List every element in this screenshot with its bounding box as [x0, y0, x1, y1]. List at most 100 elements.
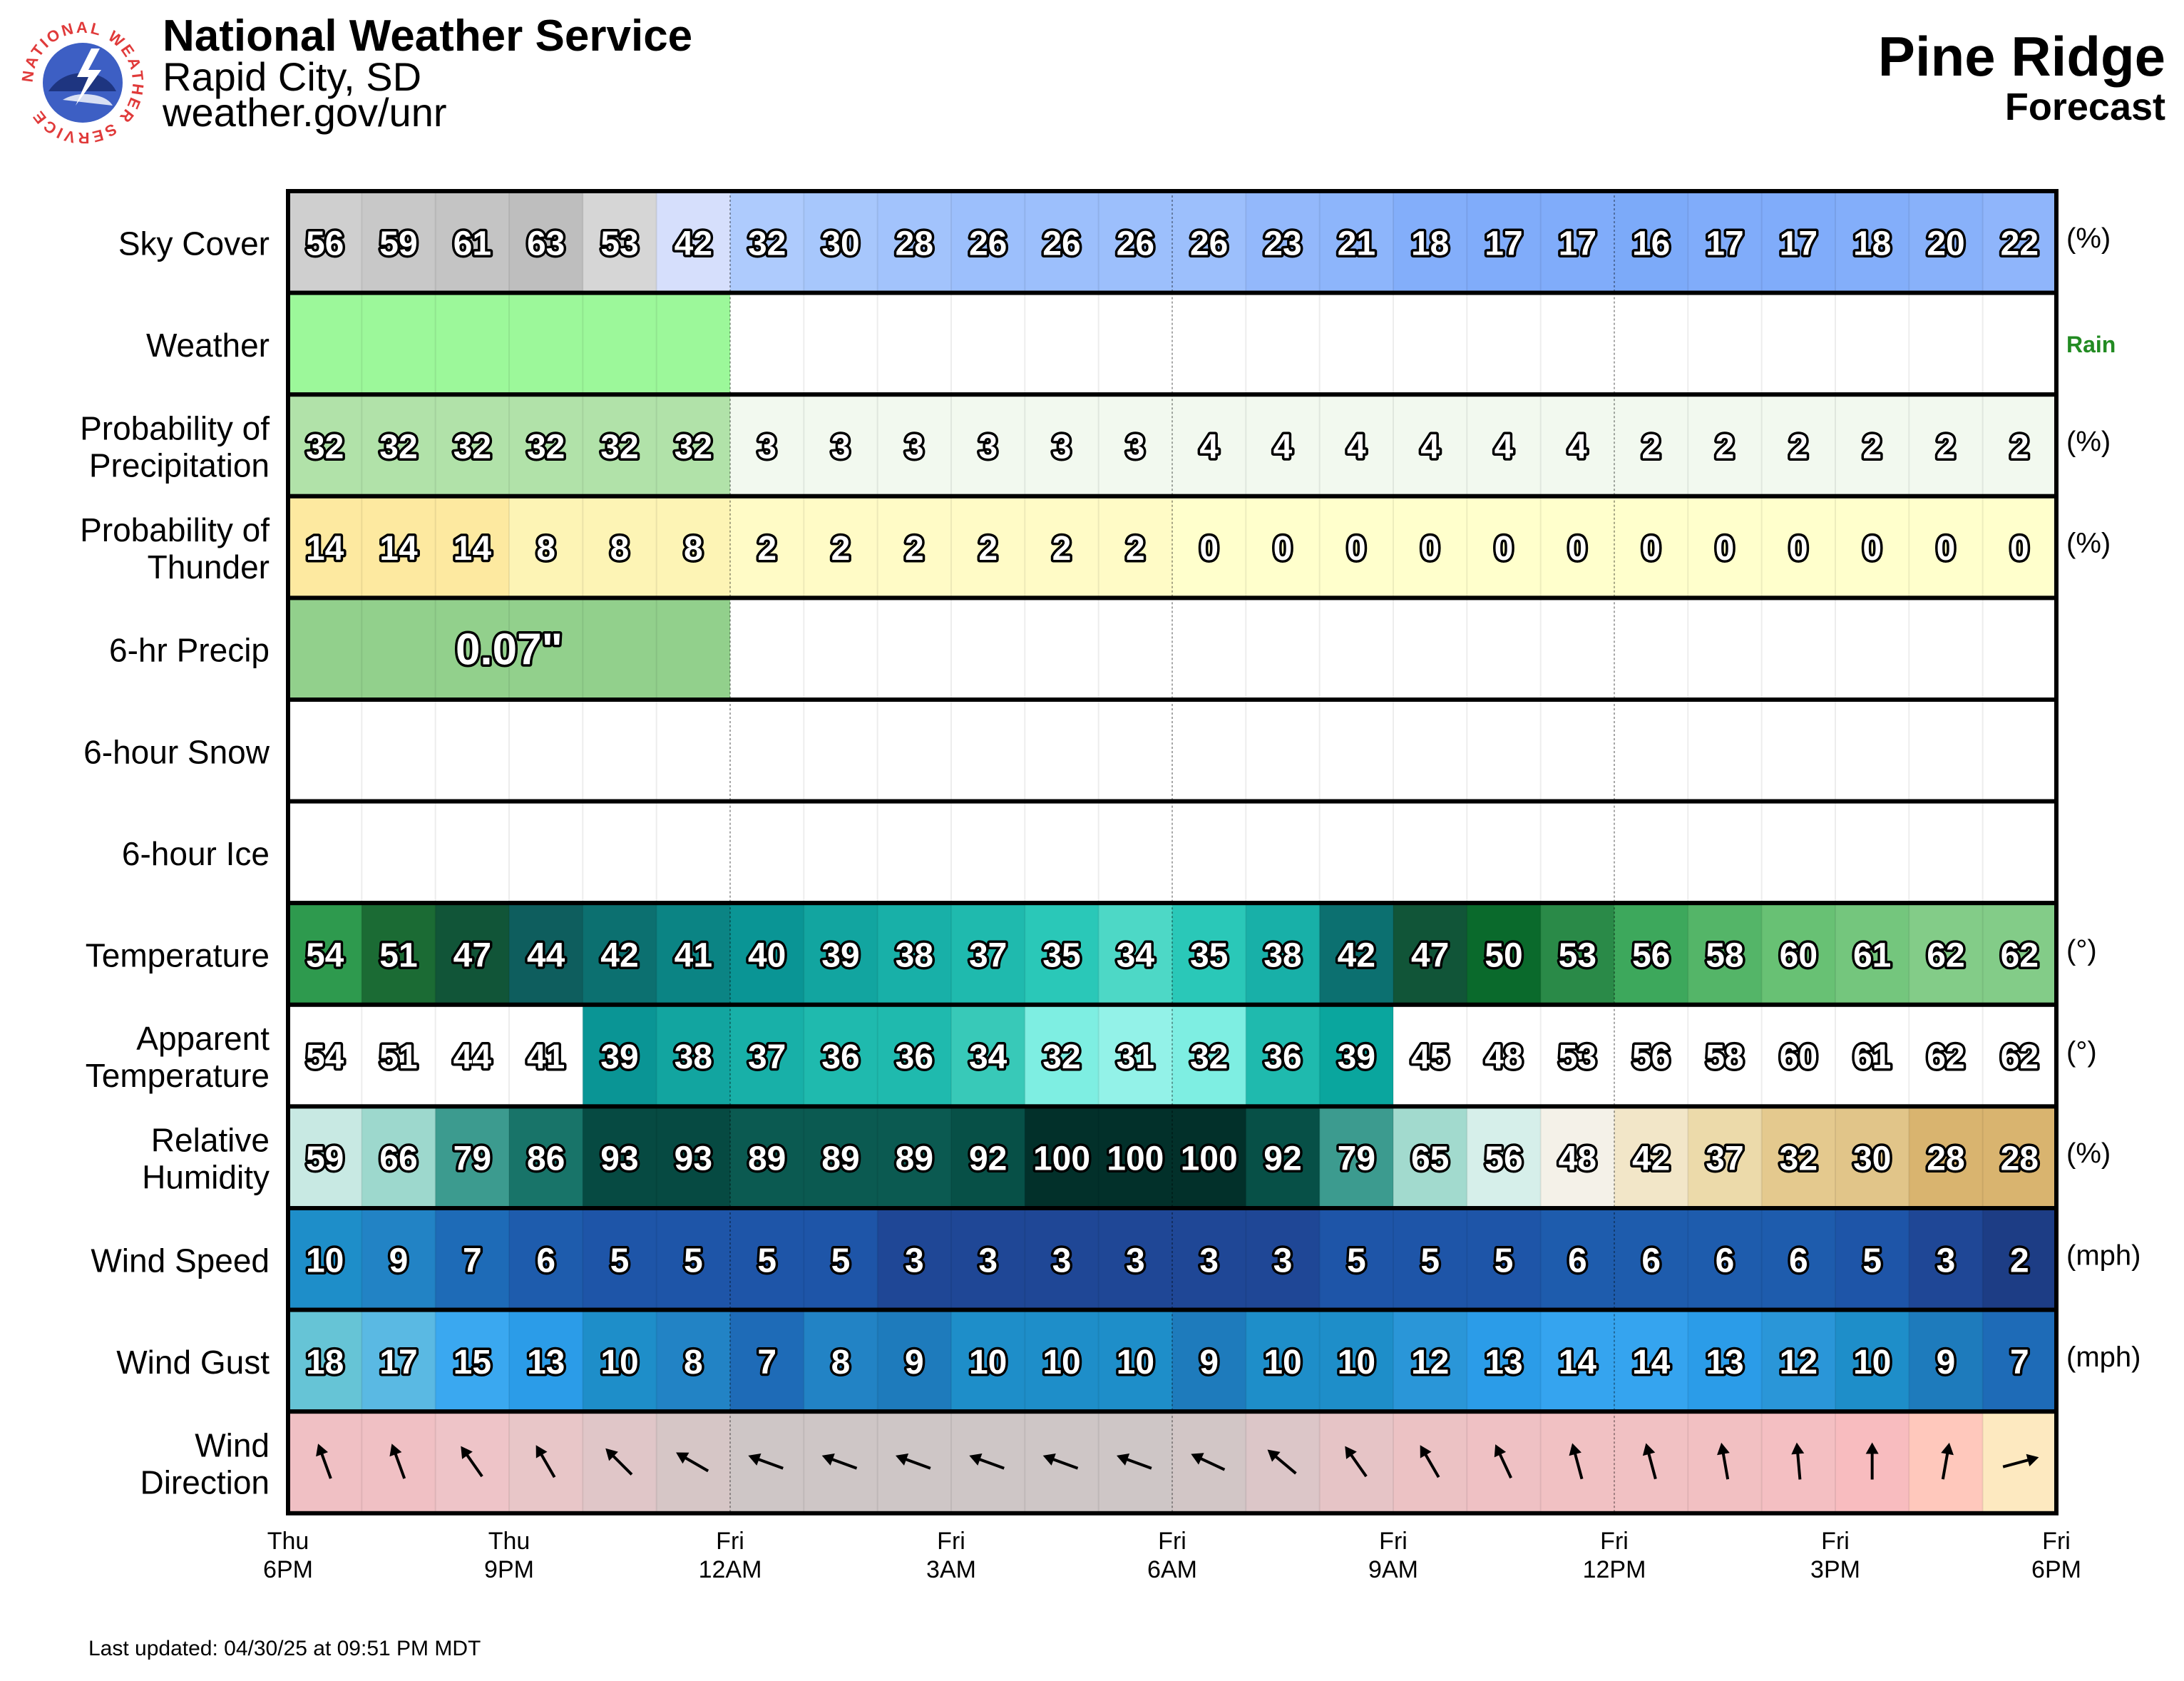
cell-temp — [1098, 903, 1173, 1005]
cell-pop — [1761, 394, 1836, 496]
wind-direction-arrow — [1941, 1442, 1954, 1480]
x-tick-time: 12PM — [1583, 1556, 1646, 1583]
arrow-head — [461, 1446, 473, 1459]
cell-sky — [877, 191, 952, 293]
cell-thunder — [435, 496, 510, 598]
value-temp: 61 — [1853, 937, 1891, 975]
cell-temp — [1614, 903, 1688, 1005]
value-rh: 79 — [453, 1140, 491, 1178]
value-wind: 10 — [306, 1242, 344, 1279]
cell-temp — [435, 903, 510, 1005]
cell-apparent — [1467, 1004, 1542, 1107]
value-temp: 53 — [1559, 937, 1596, 975]
cell-rh — [1835, 1106, 1909, 1208]
value-apparent: 54 — [306, 1038, 344, 1076]
cell-wind — [1025, 1208, 1099, 1310]
cell-temp — [730, 903, 804, 1005]
wind-direction-arrow — [1420, 1445, 1440, 1478]
cell-sky — [1540, 191, 1615, 293]
value-rh: 92 — [1263, 1140, 1301, 1178]
cell-gust — [804, 1309, 878, 1412]
value-gust: 9 — [1199, 1344, 1219, 1381]
cell-wind — [288, 1208, 362, 1310]
cell-apparent — [1982, 1004, 2057, 1107]
cell-gust — [656, 1309, 731, 1412]
value-thunder: 0 — [1641, 530, 1661, 568]
arrow-shaft — [538, 1450, 556, 1478]
cell-temp — [1246, 903, 1321, 1005]
wind-direction-arrow — [535, 1445, 556, 1478]
arrow-shaft — [1196, 1456, 1226, 1471]
arrow-head — [1941, 1442, 1954, 1456]
value-sky: 17 — [1485, 225, 1522, 262]
span-weather — [288, 292, 730, 395]
value-temp: 35 — [1190, 937, 1228, 975]
value-wind: 5 — [831, 1242, 851, 1279]
wind-direction-arrow — [896, 1453, 931, 1470]
value-sky: 26 — [1042, 225, 1080, 262]
value-gust: 10 — [1117, 1344, 1154, 1381]
value-gust: 10 — [1853, 1344, 1891, 1381]
cell-gust — [730, 1309, 804, 1412]
cell-thunder — [1467, 496, 1542, 598]
cell-pop — [1172, 394, 1246, 496]
value-gust: 8 — [831, 1344, 851, 1381]
cell-temp — [951, 903, 1025, 1005]
value-thunder: 0 — [1862, 530, 1882, 568]
value-pop: 4 — [1347, 429, 1366, 466]
arrow-head — [748, 1453, 762, 1466]
arrow-head — [969, 1453, 983, 1466]
wind-direction-arrow — [676, 1452, 709, 1473]
cell-wind — [1393, 1208, 1467, 1310]
value-pop: 2 — [1789, 429, 1808, 466]
value-wind: 3 — [978, 1242, 998, 1279]
value-apparent: 51 — [379, 1038, 417, 1076]
arrow-shaft — [1497, 1450, 1512, 1479]
value-temp: 42 — [1338, 937, 1375, 975]
arrow-shaft — [2002, 1457, 2033, 1468]
cell-temp — [1982, 903, 2057, 1005]
cell-wind — [656, 1208, 731, 1310]
x-tick-time: 3PM — [1810, 1556, 1860, 1583]
cell-thunder — [1614, 496, 1688, 598]
cell-rh — [288, 1106, 362, 1208]
value-apparent: 60 — [1780, 1038, 1818, 1076]
value-gust: 12 — [1411, 1344, 1449, 1381]
cell-wind — [1246, 1208, 1321, 1310]
value-sky: 16 — [1632, 225, 1670, 262]
cell-thunder — [1688, 496, 1763, 598]
cell-thunder — [1909, 496, 1984, 598]
cell-sky — [1982, 191, 2057, 293]
cell-temp — [1688, 903, 1763, 1005]
arrow-head — [1117, 1453, 1130, 1466]
value-gust: 9 — [1937, 1344, 1956, 1381]
value-thunder: 0 — [1495, 530, 1514, 568]
row-label: Relative — [151, 1122, 270, 1159]
value-pop: 2 — [1862, 429, 1882, 466]
arrow-shaft — [1572, 1449, 1584, 1480]
cell-sky — [1098, 191, 1173, 293]
cell-gust — [1467, 1309, 1542, 1412]
value-temp: 40 — [748, 937, 786, 975]
row-label: Temperature — [86, 1057, 270, 1094]
wind-direction-arrow — [389, 1444, 406, 1479]
value-rh: 93 — [675, 1140, 712, 1178]
value-gust: 10 — [1338, 1344, 1375, 1381]
value-thunder: 2 — [1052, 530, 1072, 568]
office-website[interactable]: weather.gov/unr — [163, 90, 447, 135]
value-temp: 58 — [1706, 937, 1743, 975]
value-temp: 56 — [1632, 937, 1670, 975]
value-wind: 3 — [1126, 1242, 1145, 1279]
row-label: Probability of — [80, 410, 270, 447]
cell-pop — [1835, 394, 1909, 496]
x-tick-day: Fri — [937, 1528, 965, 1555]
cell-pop — [804, 394, 878, 496]
cell-sky — [804, 191, 878, 293]
cell-temp — [362, 903, 436, 1005]
value-rh: 42 — [1632, 1140, 1670, 1178]
value-gust: 13 — [1706, 1344, 1743, 1381]
value-thunder: 14 — [379, 530, 418, 568]
cell-rh — [1172, 1106, 1246, 1208]
